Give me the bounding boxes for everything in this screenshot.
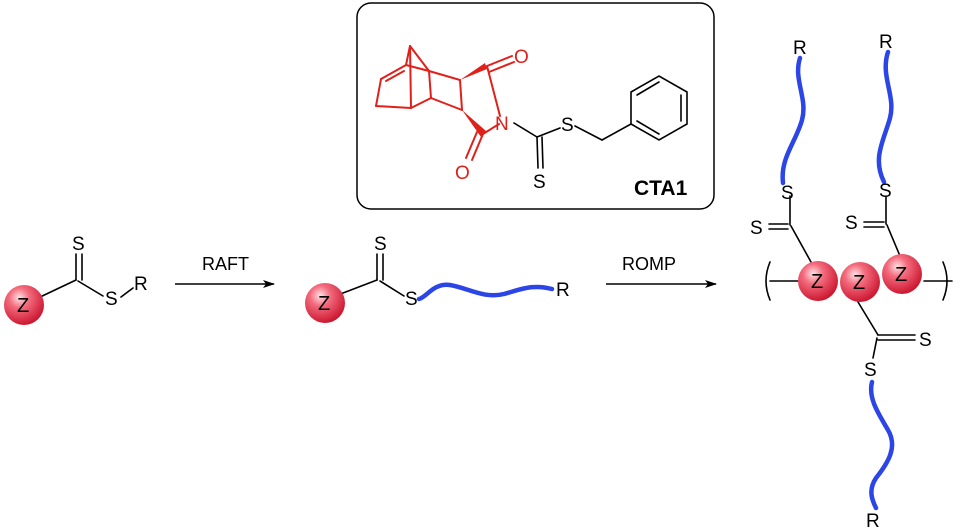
- polymer-z-label-3: Z: [895, 264, 907, 286]
- cta-sulfur-thione: S: [533, 172, 546, 193]
- cta1-label: CTA1: [634, 177, 688, 200]
- romp-arrow: ROMP: [606, 254, 717, 288]
- arm2-sulfur-thioether: S: [879, 181, 892, 202]
- polymer-z-sphere-2: [840, 262, 880, 302]
- arm2-r-group: R: [879, 32, 893, 53]
- arm1-r-group: R: [793, 38, 807, 59]
- bottlebrush-polymer: R S S R S S S S R Z: [750, 32, 953, 529]
- cta-oxygen-bottom: O: [455, 163, 470, 184]
- intermediate-sulfur-thioether: S: [405, 289, 418, 310]
- reactant-cta: Z S S R: [4, 234, 148, 325]
- norbornene-imide: O O N: [375, 45, 529, 184]
- raft-arrow: RAFT: [175, 254, 275, 288]
- polymer-z-label-1: Z: [811, 271, 823, 293]
- arm2-chain: [876, 49, 894, 185]
- cta-sulfur-thioether: S: [561, 115, 574, 136]
- arm1-sulfur-thione: S: [750, 218, 763, 239]
- intermediate-sulfur-thione: S: [374, 234, 387, 255]
- reactant-z-label: Z: [17, 295, 29, 317]
- reactant-r-group: R: [134, 274, 148, 295]
- cta1-frame: [356, 2, 715, 210]
- raft-label: RAFT: [202, 254, 249, 274]
- arm3-chain: [868, 379, 895, 511]
- reactant-sulfur-thioether: S: [105, 289, 118, 310]
- cta1-panel: O O N S S CTA1: [356, 2, 715, 210]
- cta-dithio-benzyl: S S: [513, 75, 688, 193]
- polymer-z-sphere-3: [882, 254, 922, 294]
- reactant-z-sphere: [4, 285, 44, 325]
- cta-oxygen-top: O: [514, 47, 529, 68]
- cta-nitrogen: N: [495, 114, 509, 135]
- arm1-sulfur-thioether: S: [781, 183, 794, 204]
- intermediate-macro-cta: Z S S R: [305, 234, 570, 323]
- arm2: R S S: [845, 32, 901, 257]
- intermediate-r-group: R: [556, 280, 570, 301]
- intermediate-z-label: Z: [318, 293, 330, 315]
- arm3-sulfur-thioether: S: [864, 360, 877, 381]
- polymer-z-sphere-1: [798, 261, 838, 301]
- arm3: S S R: [857, 301, 932, 529]
- left-bracket: [765, 261, 771, 301]
- arm1: R S S: [750, 38, 812, 263]
- arm3-sulfur-thione: S: [919, 330, 932, 351]
- intermediate-z-sphere: [305, 283, 345, 323]
- intermediate-polymer-chain: [416, 282, 555, 302]
- arm1-chain: [780, 55, 806, 186]
- arm2-sulfur-thione: S: [845, 213, 858, 234]
- polymer-z-label-2: Z: [853, 272, 865, 294]
- romp-label: ROMP: [622, 254, 676, 274]
- reactant-sulfur-thione: S: [72, 234, 85, 255]
- arm3-r-group: R: [866, 511, 880, 529]
